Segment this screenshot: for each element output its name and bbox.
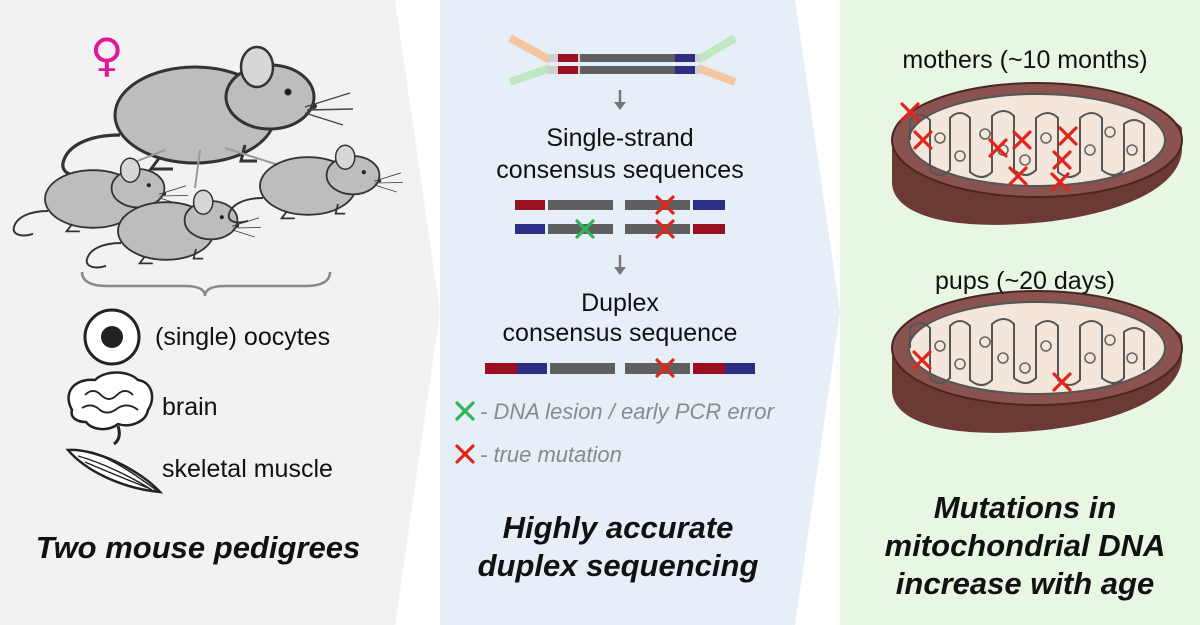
right-panel-title-line1: Mutations in [933, 490, 1117, 525]
oocyte-icon [83, 308, 141, 366]
middle-panel-background [440, 0, 840, 625]
left-panel-title: Two mouse pedigrees [35, 530, 361, 565]
right-panel-title-line2: mitochondrial DNA [884, 528, 1166, 563]
mothers-label: mothers (~10 months) [902, 46, 1148, 74]
sample-label-brain: brain [162, 393, 218, 421]
legend-label-mutation: - true mutation [480, 442, 622, 467]
step1-title-line1: Single-strand [546, 124, 694, 152]
step1-title-line2: consensus sequences [496, 156, 744, 184]
brace [80, 271, 332, 297]
duplex-consensus [485, 358, 755, 378]
legend-label-lesion: - DNA lesion / early PCR error [480, 399, 774, 424]
sample-label-oocytes: (single) oocytes [155, 323, 331, 351]
sample-label-muscle: skeletal muscle [162, 455, 333, 483]
female-symbol: ♀ [90, 28, 124, 82]
brain-icon [67, 371, 154, 446]
middle-panel-title-line2: duplex sequencing [477, 548, 759, 583]
mitochondrion-mothers-icon [891, 82, 1183, 225]
step2-title-line2: consensus sequence [502, 319, 738, 347]
single-strand-consensus [515, 195, 725, 239]
right-panel-title-line3: increase with age [895, 566, 1155, 601]
step2-title-line1: Duplex [581, 289, 659, 317]
muscle-icon [65, 448, 164, 494]
middle-panel-title-line1: Highly accurate [502, 510, 734, 545]
adapter-strands [508, 34, 738, 86]
mitochondrion-pups-icon [891, 290, 1183, 433]
pups-label: pups (~20 days) [935, 267, 1115, 295]
